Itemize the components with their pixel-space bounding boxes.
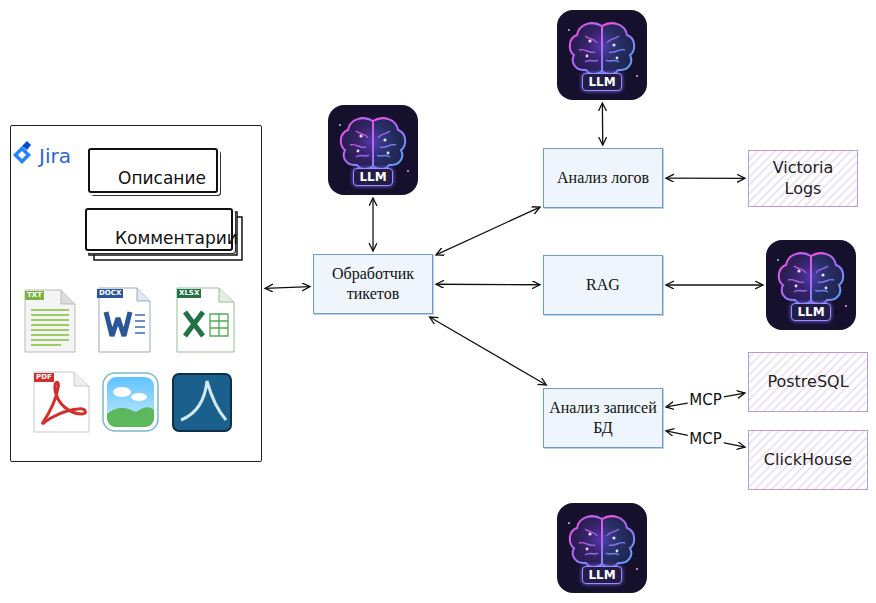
file-type-tag: DOCX [97, 289, 123, 298]
node-text: Анализ записей БД [548, 398, 658, 438]
llm-node: LLM [557, 10, 647, 100]
data-source-box: ClickHouse [748, 430, 868, 490]
llm-node: LLM [557, 503, 647, 593]
connector-arrow [436, 284, 540, 286]
file-type-tag: PDF [34, 373, 54, 382]
connector-arrow [666, 284, 763, 285]
node-text: LLM [791, 303, 830, 321]
connector-arrow [666, 178, 745, 179]
connector-arrow [436, 207, 540, 255]
node-text: LLM [353, 168, 392, 186]
node-text: LLM [582, 566, 621, 584]
sketch-box: Комментарии [85, 208, 233, 251]
data-source-box: PostreSQL [748, 352, 868, 412]
connector-arrow [430, 317, 547, 385]
llm-node: LLM [328, 105, 418, 195]
data-source-box: Victoria Logs [748, 150, 858, 207]
txt-file-icon [25, 290, 75, 352]
node-text: Описание [118, 168, 206, 188]
connector-arrow [666, 431, 745, 447]
connector-arrow [372, 198, 373, 251]
node-text: Комментарии [115, 228, 238, 248]
node-text: PostreSQL [767, 372, 848, 393]
llm-icon [557, 503, 647, 593]
node-text: RAG [586, 275, 620, 295]
llm-icon [328, 105, 418, 195]
llm-icon [766, 240, 856, 330]
process-box: RAG [543, 255, 663, 315]
node-text: Jira [39, 144, 71, 168]
process-box: Обработчик тикетов [313, 254, 433, 314]
node-text: LLM [582, 73, 621, 91]
node-text: Обработчик тикетов [318, 264, 428, 304]
node-text: Анализ логов [557, 168, 649, 188]
connector-arrow [265, 287, 310, 289]
process-box: Анализ логов [543, 148, 663, 208]
process-box: Анализ записей БД [543, 388, 663, 448]
edge-label: MCP [687, 391, 723, 409]
image-file-icon [103, 373, 158, 431]
xlsx-file-icon [177, 288, 234, 352]
wireshark-icon [173, 374, 231, 431]
jira-logo [13, 141, 31, 164]
llm-icon [557, 10, 647, 100]
node-text: ClickHouse [764, 450, 852, 471]
sketch-box: Описание [88, 148, 218, 193]
node-text: Victoria Logs [752, 158, 854, 200]
file-type-tag: TXT [25, 291, 44, 300]
connector-arrow [602, 103, 604, 145]
pdf-file-icon [34, 372, 89, 432]
file-type-tag: XLSX [177, 289, 201, 298]
jira-frame: JiraОписаниеКомментарии [10, 125, 262, 462]
edge-label: MCP [687, 430, 723, 448]
llm-node: LLM [766, 240, 856, 330]
